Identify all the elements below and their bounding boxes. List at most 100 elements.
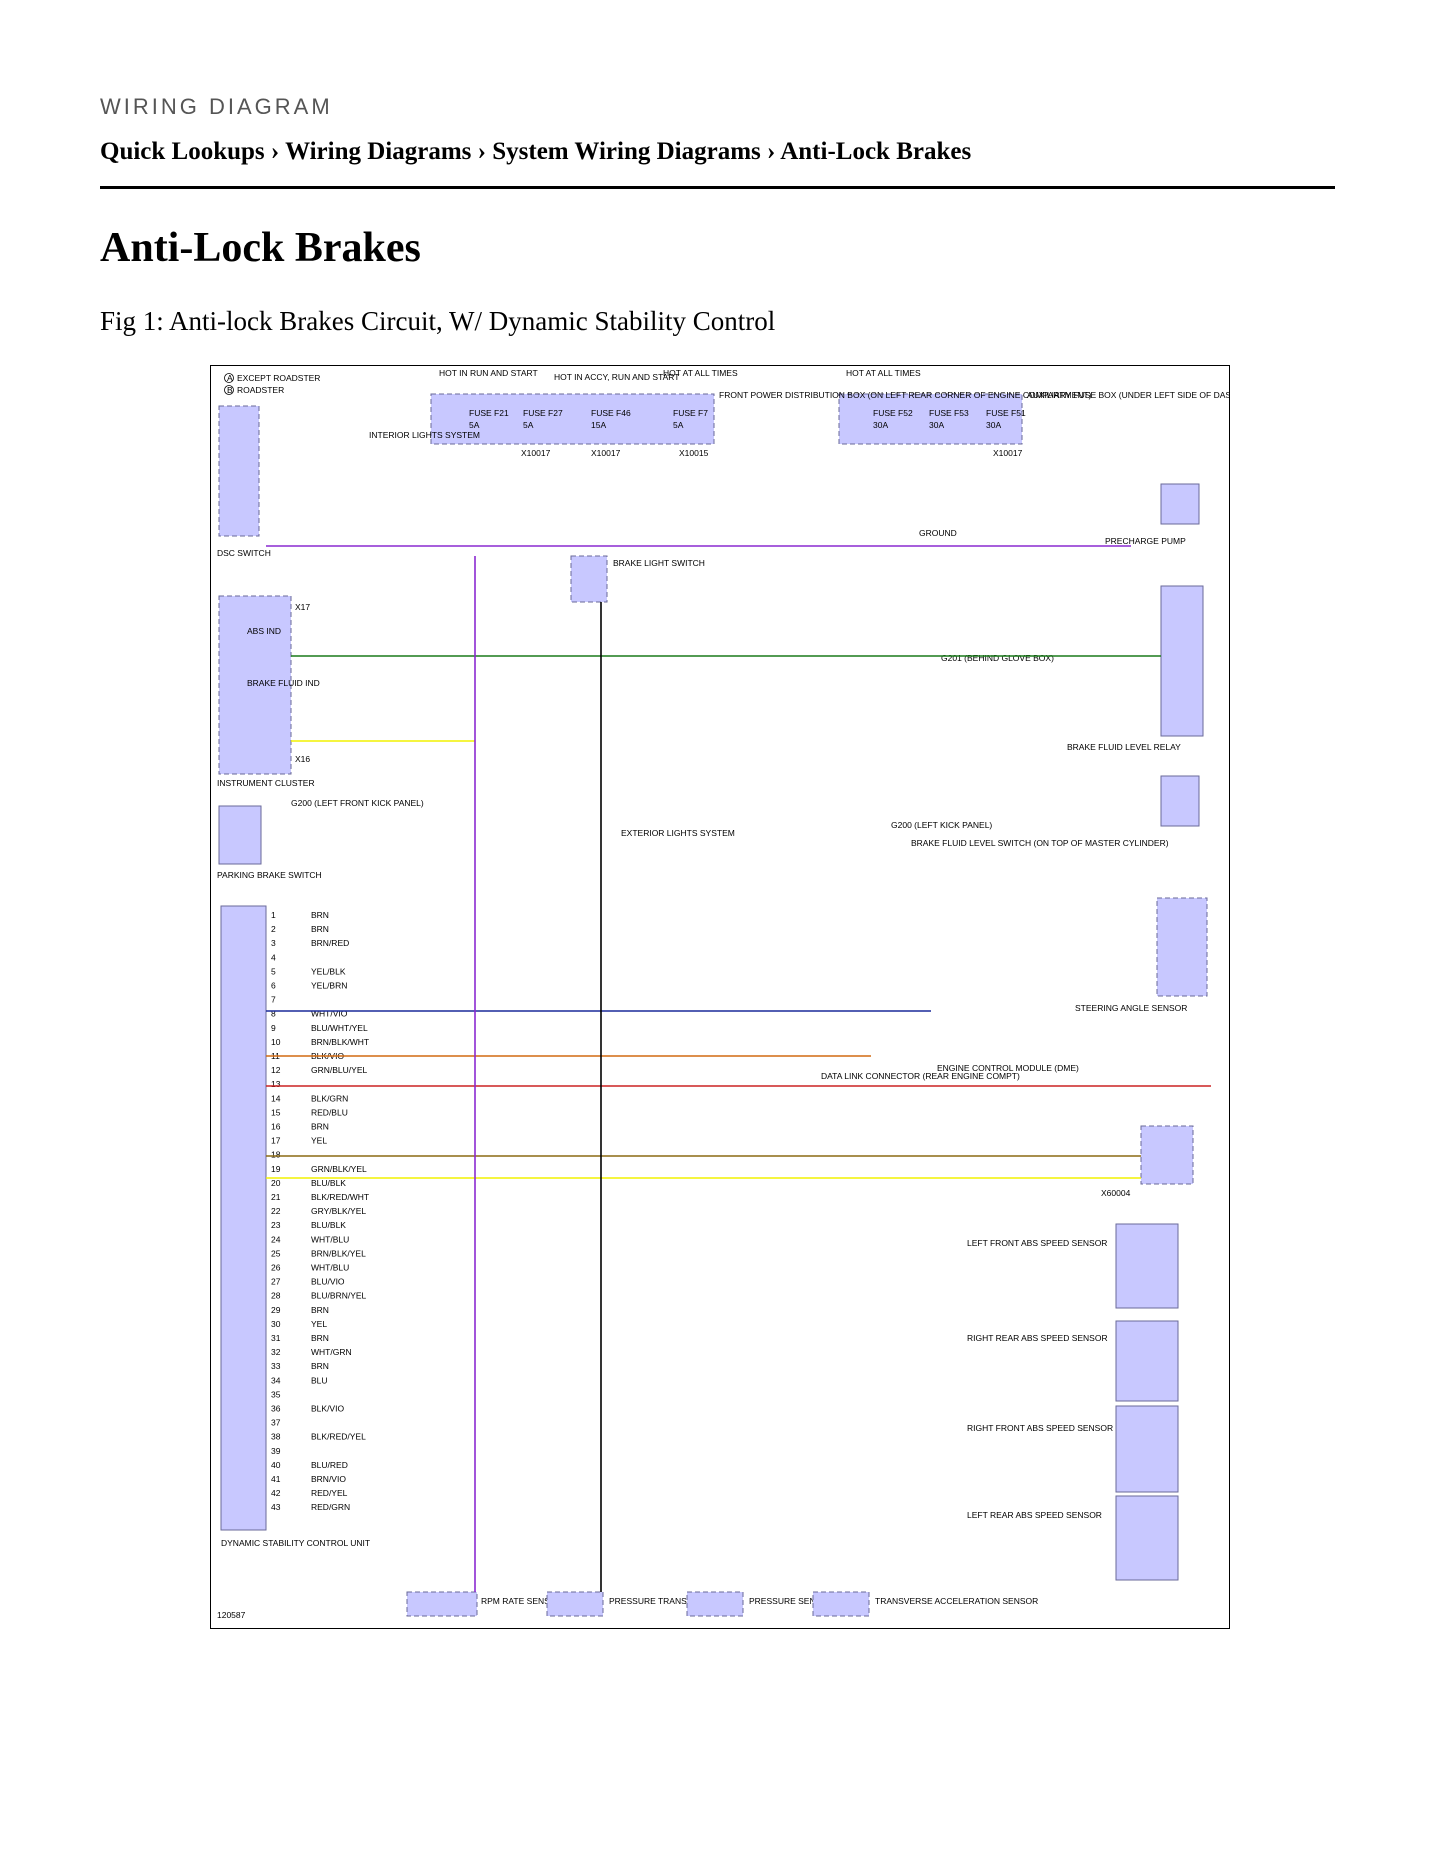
dsc-pin-wire-color: YEL/BLK: [311, 966, 346, 976]
parking-brake-switch-label: PARKING BRAKE SWITCH: [217, 870, 322, 880]
wiring-diagram: A EXCEPT ROADSTER B ROADSTER HOT IN RUN …: [210, 365, 1230, 1629]
ground-g201-behind-glove-box: G201 (BEHIND GLOVE BOX): [941, 653, 1054, 663]
svg-text:5A: 5A: [523, 420, 534, 430]
brake-fluid-level-relay-label: BRAKE FLUID LEVEL RELAY: [1067, 742, 1181, 752]
breadcrumb: Quick Lookups › Wiring Diagrams › System…: [100, 138, 971, 166]
fuse-f51: FUSE F51 30A: [986, 408, 1026, 430]
breadcrumb-separator: ›: [270, 138, 280, 165]
left-rear-abs-speed-sensor-label: LEFT REAR ABS SPEED SENSOR: [967, 1510, 1102, 1520]
dsc-pin-number: 38: [271, 1432, 281, 1442]
pressure-transmitter-body: [546, 1591, 604, 1617]
dsc-switch-body: [218, 405, 260, 537]
interior-lights-system-label: INTERIOR LIGHTS SYSTEM: [369, 430, 480, 440]
dsc-pin-number: 16: [271, 1122, 281, 1132]
right-rear-abs-speed-sensor-body: [1115, 1320, 1179, 1402]
breadcrumb-item-system-wiring-diagrams[interactable]: System Wiring Diagrams: [492, 138, 761, 165]
dsc-pin-wire-color: BRN: [311, 910, 329, 920]
dsc-pin-number: 20: [271, 1178, 281, 1188]
breadcrumb-item-quick-lookups[interactable]: Quick Lookups: [100, 138, 265, 165]
transverse-acceleration-sensor-body: [812, 1591, 870, 1617]
dsc-pin-number: 8: [271, 1009, 276, 1019]
fuse-f7: FUSE F7 5A: [673, 408, 708, 430]
parking-brake-switch-body: [218, 805, 262, 865]
svg-text:FUSE F46: FUSE F46: [591, 408, 631, 418]
svg-text:30A: 30A: [929, 420, 944, 430]
transverse-acceleration-sensor-label: TRANSVERSE ACCELERATION SENSOR: [875, 1596, 1038, 1606]
dynamic-stability-control-unit-label: DYNAMIC STABILITY CONTROL UNIT: [221, 1538, 370, 1548]
dsc-pin-number: 26: [271, 1263, 281, 1273]
dsc-pin-wire-color: BLU/WHT/YEL: [311, 1023, 368, 1033]
fuse-f21: FUSE F21 5A: [469, 408, 509, 430]
dsc-pin-wire-color: BRN: [311, 924, 329, 934]
dsc-pin-wire-color: BLU/VIO: [311, 1277, 345, 1287]
figure-id: 120587: [217, 1610, 246, 1620]
data-link-connector-label: DATA LINK CONNECTOR (REAR ENGINE COMPT): [821, 1071, 1020, 1081]
svg-text:FUSE F52: FUSE F52: [873, 408, 913, 418]
dsc-pin-wire-color: BRN: [311, 1361, 329, 1371]
connector-x10017-b: X10017: [591, 448, 621, 458]
dsc-pin-number: 18: [271, 1150, 281, 1160]
wire-bundle: [266, 545, 1211, 1592]
legend-mark-b: B: [227, 385, 233, 395]
dsc-pin-wire-color: BRN/BLK/WHT: [311, 1037, 369, 1047]
dsc-pin-number: 41: [271, 1474, 281, 1484]
dsc-pin-number: 43: [271, 1502, 281, 1512]
ground-g200-left-front-kick-panel: G200 (LEFT FRONT KICK PANEL): [291, 798, 424, 808]
dsc-pin-wire-color: RED/GRN: [311, 1502, 350, 1512]
engine-control-module-label: ENGINE CONTROL MODULE (DME): [937, 1063, 1079, 1073]
dsc-pin-number: 33: [271, 1361, 281, 1371]
dsc-pin-number: 12: [271, 1065, 281, 1075]
left-front-abs-speed-sensor-body: [1115, 1223, 1179, 1309]
connector-x60004: X60004: [1101, 1188, 1131, 1198]
dsc-pin-number: 10: [271, 1037, 281, 1047]
dsc-pin-number: 30: [271, 1319, 281, 1329]
brake-fluid-level-switch-label: BRAKE FLUID LEVEL SWITCH (ON TOP OF MAST…: [911, 838, 1169, 848]
dsc-pin-wire-color: BLK/VIO: [311, 1404, 344, 1414]
dsc-pin-number: 28: [271, 1291, 281, 1301]
brake-fluid-level-switch-body: [1160, 775, 1200, 827]
precharge-pump-label: PRECHARGE PUMP: [1105, 536, 1186, 546]
left-front-abs-speed-sensor-label: LEFT FRONT ABS SPEED SENSOR: [967, 1238, 1107, 1248]
auxiliary-fuse-box: [838, 393, 1023, 445]
breadcrumb-item-wiring-diagrams[interactable]: Wiring Diagrams: [285, 138, 472, 165]
auxiliary-fuse-box-label: AUXILIARY FUSE BOX (UNDER LEFT SIDE OF D…: [1027, 390, 1229, 400]
dsc-pin-number: 29: [271, 1305, 281, 1315]
dsc-pin-wire-color: BLU: [311, 1375, 328, 1385]
dsc-pin-number: 9: [271, 1023, 276, 1033]
page-title: Anti-Lock Brakes: [100, 225, 421, 271]
dsc-pin-number: 22: [271, 1206, 281, 1216]
dsc-pin-wire-color: GRN/BLK/YEL: [311, 1164, 367, 1174]
legend-except-roadster: EXCEPT ROADSTER: [237, 373, 320, 383]
dsc-pin-wire-color: YEL: [311, 1136, 327, 1146]
front-power-distribution-box: [430, 393, 715, 445]
dsc-pin-wire-color: YEL: [311, 1319, 327, 1329]
connector-x17: X17: [295, 602, 310, 612]
legend: A EXCEPT ROADSTER B ROADSTER: [224, 373, 320, 395]
dsc-pin-wire-color: WHT/BLU: [311, 1263, 349, 1273]
dsc-pin-wire-color: BLU/RED: [311, 1460, 348, 1470]
pressure-sensor-label: PRESSURE SENSOR: [749, 1596, 834, 1606]
dsc-pin-number: 36: [271, 1404, 281, 1414]
dsc-pin-wire-color: GRY/BLK/YEL: [311, 1206, 366, 1216]
dsc-pin-number: 4: [271, 952, 276, 962]
brake-fluid-indicator-label: BRAKE FLUID IND: [247, 678, 320, 688]
svg-text:30A: 30A: [986, 420, 1001, 430]
dsc-pin-wire-color: RED/BLU: [311, 1107, 348, 1117]
dsc-pin-number: 35: [271, 1389, 281, 1399]
dsc-pin-wire-color: WHT/BLU: [311, 1234, 349, 1244]
dsc-pin-number: 42: [271, 1488, 281, 1498]
connector-x16: X16: [295, 754, 310, 764]
dsc-pin-number: 17: [271, 1136, 281, 1146]
wiring-diagram-canvas: A EXCEPT ROADSTER B ROADSTER HOT IN RUN …: [217, 368, 1229, 1620]
legend-roadster: ROADSTER: [237, 385, 284, 395]
dsc-pin-wire-color: BLU/BRN/YEL: [311, 1291, 367, 1301]
figure-caption: Fig 1: Anti-lock Brakes Circuit, W/ Dyna…: [100, 306, 776, 336]
svg-text:FUSE F7: FUSE F7: [673, 408, 708, 418]
dsc-pin-wire-color: YEL/BRN: [311, 981, 347, 991]
power-header-run-start: HOT IN RUN AND START: [439, 368, 538, 378]
dsc-pin-number: 21: [271, 1192, 281, 1202]
dsc-pin-number: 37: [271, 1418, 281, 1428]
legend-mark-a: A: [227, 373, 233, 383]
power-header-hot-at-all-times-aux: HOT AT ALL TIMES: [846, 368, 921, 378]
